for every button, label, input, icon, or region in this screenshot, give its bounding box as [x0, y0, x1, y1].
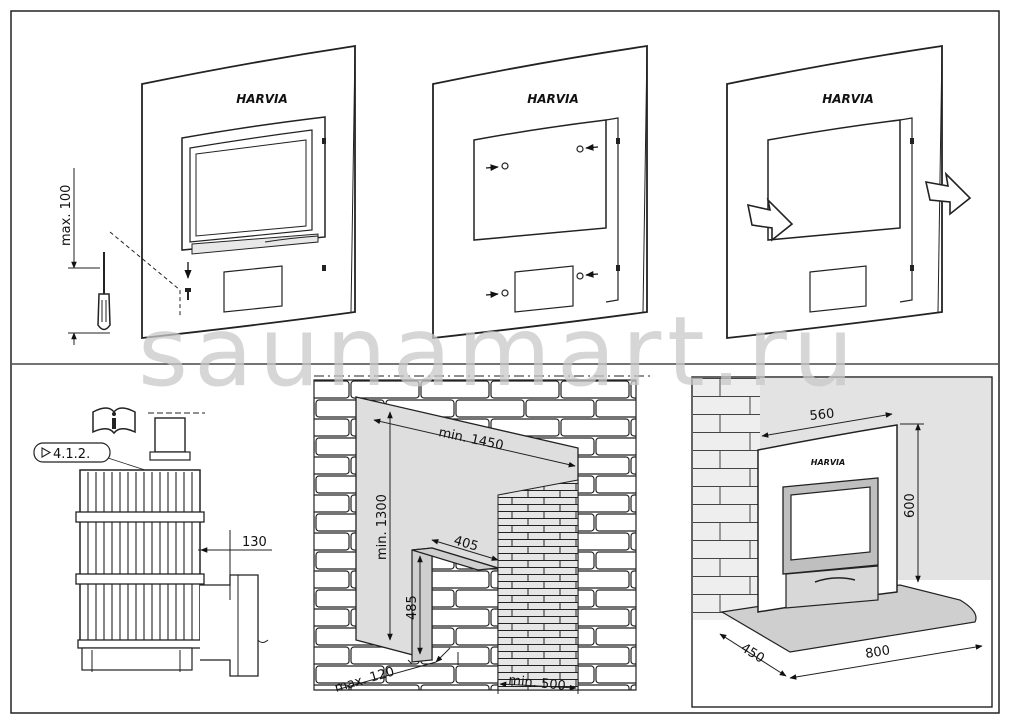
- height-limit-label: max. 100: [59, 185, 74, 246]
- stove-side-view: 4.1.2.: [33, 407, 272, 677]
- brand-logo: HARVIA: [236, 92, 288, 106]
- step-2-unhook-frame: HARVIA: [432, 44, 648, 340]
- frame-width-label: 560: [809, 406, 835, 424]
- screwdriver-icon: [97, 252, 111, 331]
- height-min-label: min. 1300: [375, 494, 390, 560]
- manual-book-icon: [92, 407, 136, 435]
- watermark: saunamart.ru: [138, 296, 860, 408]
- floor-width-label: 800: [864, 643, 891, 662]
- brand-logo-2: HARVIA: [527, 92, 579, 106]
- page-border: [10, 10, 1000, 714]
- brand-logo-3: HARVIA: [822, 92, 874, 106]
- frame-height-label: 600: [903, 493, 918, 518]
- brand-logo-4: HARVIA: [811, 458, 845, 467]
- installed-view: HARVIA 560 600 450 800: [691, 376, 993, 708]
- clearance-label: 130: [242, 535, 267, 550]
- opening-width-label: 405: [452, 533, 480, 554]
- reference-badge: [33, 442, 111, 463]
- wall-opening-diagram: min. 1450 min. 1300 405 485 max. 120 min…: [313, 375, 650, 696]
- step-1-remove-screw: HARVIA max. 100: [59, 44, 356, 345]
- reference-label: 4.1.2.: [53, 447, 90, 462]
- pull-arrow-left-icon: [746, 197, 794, 242]
- side-min-label: min. 500: [508, 673, 567, 694]
- opening-height-label: 485: [405, 595, 420, 620]
- step-3-remove-frame: HARVIA: [726, 44, 972, 340]
- pull-arrow-right-icon: [924, 171, 972, 216]
